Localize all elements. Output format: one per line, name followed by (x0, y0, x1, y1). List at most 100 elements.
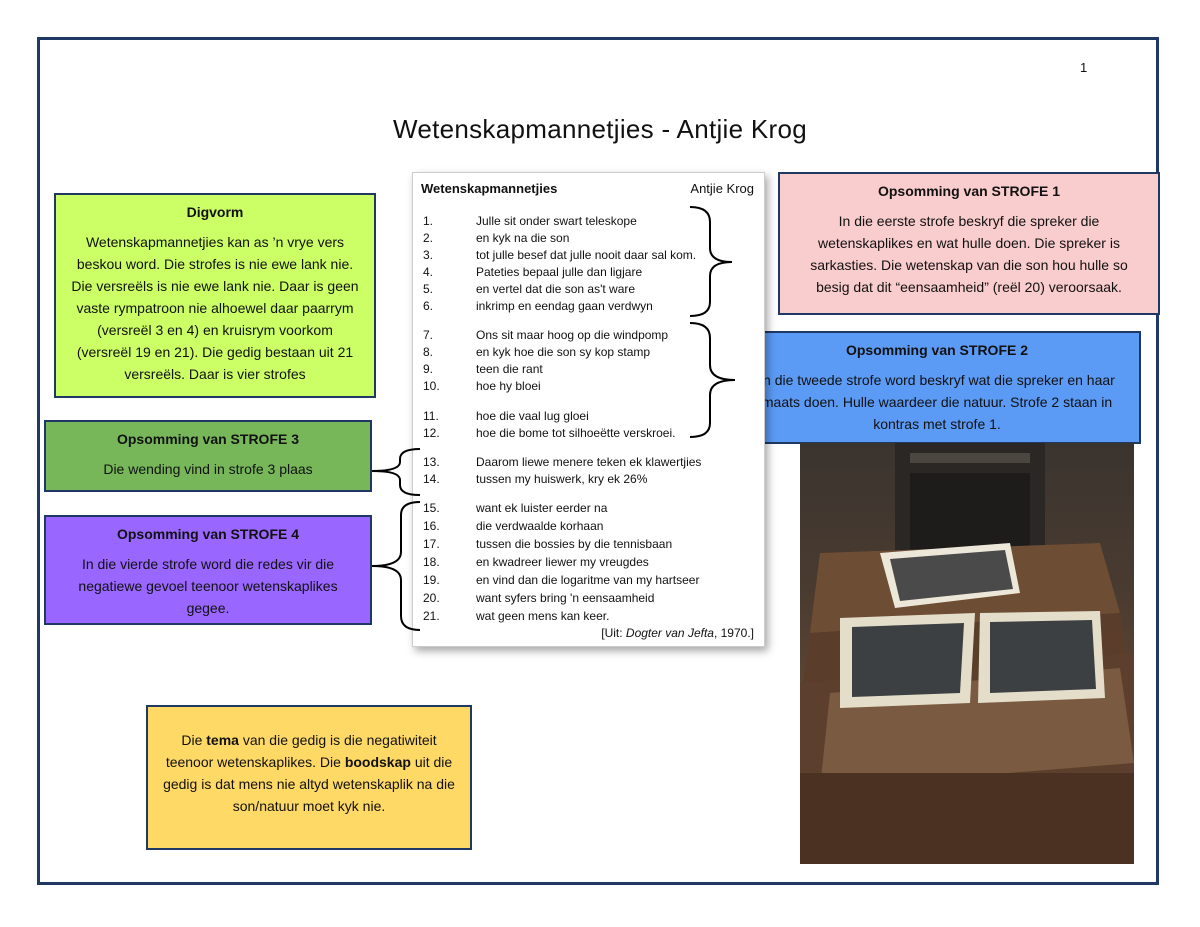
line-number: 7. (423, 328, 434, 342)
poem-line: 14. tussen my huiswerk, kry ek 26% (423, 471, 753, 488)
strofe1-box: Opsomming van STROFE 1 In die eerste str… (778, 172, 1160, 315)
poem-line: 3. tot julle besef dat julle nooit daar s… (423, 247, 753, 264)
line-text: Ons sit maar hoog op die windpomp (476, 328, 669, 342)
bracket-strofe4 (371, 501, 421, 631)
strofe1-body: In die eerste strofe beskryf die spreker… (810, 213, 1128, 295)
tema-text-3: uit die gedig is dat mens nie altyd wete… (163, 754, 455, 814)
strofe4-box: Opsomming van STROFE 4 In die vierde str… (44, 515, 372, 625)
line-number: 12. (423, 426, 440, 440)
source-prefix: [Uit: (601, 626, 626, 640)
line-text: en vind dan die logaritme van my hartsee… (476, 573, 700, 587)
line-number: 2. (423, 231, 434, 245)
line-number: 1. (423, 214, 434, 228)
poem-line: 12. hoe die bome tot silhoeëtte verskroei… (423, 425, 753, 442)
poem-line: 9. teen die rant (423, 361, 753, 378)
page-title: Wetenskapmannetjies - Antjie Krog (392, 114, 808, 144)
tema-keyword: tema (206, 732, 239, 748)
poem-line: 17. tussen die bossies by die tennisbaan (423, 536, 753, 553)
digvorm-heading: Digvorm (186, 204, 244, 220)
poem-line: 6. inkrimp en eendag gaan verdwyn (423, 298, 753, 315)
strofe4-heading: Opsomming van STROFE 4 (116, 526, 300, 542)
line-number: 11. (423, 409, 439, 423)
line-number: 14. (423, 472, 440, 486)
poem-line: 11. hoe die vaal lug gloei (423, 408, 753, 425)
boodskap-keyword: boodskap (344, 754, 411, 770)
line-text: hoe hy bloei (476, 379, 541, 393)
desk-photo-illustration (800, 443, 1134, 864)
poem-line: 8. en kyk hoe die son sy kop stamp (423, 344, 753, 361)
poem-line: 13. Daarom liewe menere teken ek klawertj… (423, 454, 753, 471)
strofe1-heading: Opsomming van STROFE 1 (877, 183, 1061, 199)
strofe3-body: Die wending vind in strofe 3 plaas (103, 461, 313, 477)
poem-line: 7. Ons sit maar hoog op die windpomp (423, 327, 753, 344)
line-number: 13. (423, 455, 440, 469)
poem-line: 2. en kyk na die son (423, 230, 753, 247)
poem-line: 19. en vind dan die logaritme van my hart… (423, 572, 753, 589)
line-text: en vertel dat die son as't ware (476, 282, 636, 296)
digvorm-box: Digvorm Wetenskapmannetjies kan as ’n vr… (54, 193, 376, 398)
line-number: 15. (423, 501, 440, 515)
line-number: 3. (423, 248, 434, 262)
poem-title: Wetenskapmannetjies (421, 181, 558, 196)
line-text: Pateties bepaal julle dan ligjare (476, 265, 643, 279)
tema-text-2: van die gedig is die negatiwiteit teenoo… (165, 732, 437, 770)
line-text: teen die rant (476, 362, 543, 376)
line-number: 20. (423, 591, 440, 605)
line-text: inkrimp en eendag gaan verdwyn (476, 299, 653, 313)
line-text: hoe die bome tot silhoeëtte verskroei. (476, 426, 676, 440)
page-border (37, 37, 1159, 885)
line-text: want syfers bring 'n eensaamheid (476, 591, 655, 605)
poem-line: 18. en kwadreer liewer my vreugdes (423, 554, 753, 571)
line-number: 4. (423, 265, 434, 279)
source-title: Dogter van Jefta (625, 626, 714, 640)
line-number: 19. (423, 573, 440, 587)
line-text: Daarom liewe menere teken ek klawertjies (476, 455, 702, 469)
poem-line: 15. want ek luister eerder na (423, 500, 753, 517)
line-number: 18. (423, 555, 440, 569)
bracket-strofe1 (689, 206, 733, 317)
poem-card: Wetenskapmannetjies Antjie Krog 1. Julle … (412, 172, 765, 647)
line-number: 9. (423, 362, 434, 376)
source-suffix: , 1970.] (713, 626, 754, 640)
line-text: tussen my huiswerk, kry ek 26% (476, 472, 648, 486)
line-text: tussen die bossies by die tennisbaan (476, 537, 673, 551)
strofe2-body: In die tweede strofe word beskryf wat di… (759, 372, 1115, 432)
poem-line: 21. wat geen mens kan keer. (423, 608, 753, 625)
line-number: 21. (423, 609, 440, 623)
strofe3-heading: Opsomming van STROFE 3 (116, 431, 300, 447)
poem-line: 1. Julle sit onder swart teleskope (423, 213, 753, 230)
poem-line: 20. want syfers bring 'n eensaamheid (423, 590, 753, 607)
strofe3-box: Opsomming van STROFE 3 Die wending vind … (44, 420, 372, 492)
line-text: wat geen mens kan keer. (476, 609, 610, 623)
strofe4-body: In die vierde strofe word die redes vir … (78, 556, 338, 616)
page-number: 1 (1080, 60, 1088, 75)
bracket-strofe2 (689, 322, 736, 438)
poem-line: 5. en vertel dat die son as't ware (423, 281, 753, 298)
line-number: 17. (423, 537, 440, 551)
tema-text-1: Die (181, 732, 207, 748)
line-text: en kyk hoe die son sy kop stamp (476, 345, 651, 359)
strofe2-heading: Opsomming van STROFE 2 (845, 342, 1029, 358)
digvorm-body: Wetenskapmannetjies kan as ’n vrye vers … (71, 234, 359, 382)
poem-line: 16. die verdwaalde korhaan (423, 518, 753, 535)
line-number: 6. (423, 299, 434, 313)
line-number: 8. (423, 345, 434, 359)
poem-line: 4. Pateties bepaal julle dan ligjare (423, 264, 753, 281)
classroom-desk-photo (800, 443, 1134, 864)
line-number: 5. (423, 282, 434, 296)
poem-author: Antjie Krog (690, 181, 754, 196)
poem-source: [Uit: Dogter van Jefta, 1970.] (601, 626, 754, 640)
line-text: en kwadreer liewer my vreugdes (476, 555, 649, 569)
line-text: tot julle besef dat julle nooit daar sal… (476, 248, 697, 262)
line-text: Julle sit onder swart teleskope (476, 214, 637, 228)
line-number: 16. (423, 519, 440, 533)
tema-box: Die tema van die gedig is die negatiwite… (146, 705, 472, 850)
line-text: hoe die vaal lug gloei (476, 409, 589, 423)
line-number: 10. (423, 379, 440, 393)
line-text: die verdwaalde korhaan (476, 519, 604, 533)
line-text: en kyk na die son (476, 231, 570, 245)
poem-line: 10. hoe hy bloei (423, 378, 753, 395)
line-text: want ek luister eerder na (476, 501, 608, 515)
bracket-strofe3 (371, 448, 421, 496)
